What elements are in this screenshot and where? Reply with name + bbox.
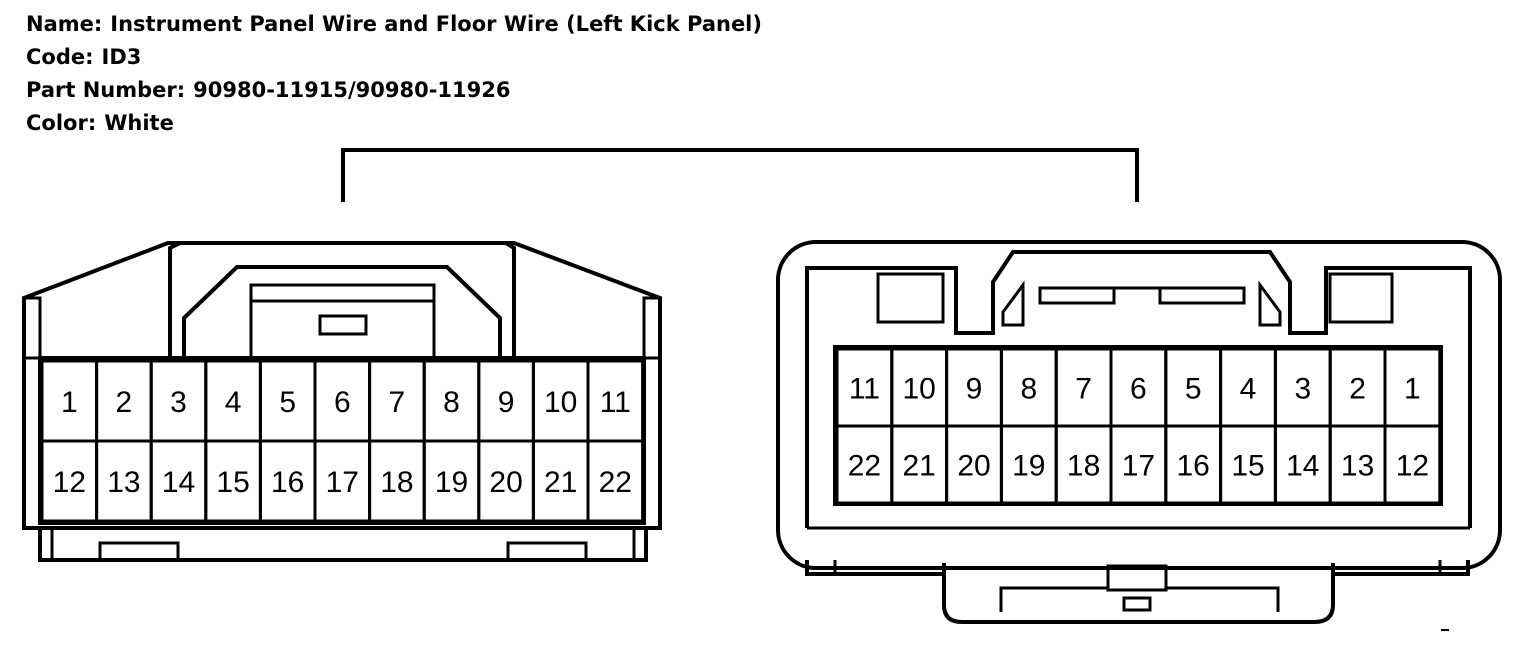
left-connector-lock-housing (168, 241, 516, 358)
right-pin-label: 19 (1012, 450, 1045, 483)
name-line: Name: Instrument Panel Wire and Floor Wir… (26, 8, 762, 41)
pair-bracket (341, 148, 1139, 202)
left-connector-side-tab-left (22, 296, 42, 360)
code-label: Code: (26, 45, 94, 69)
right-connector-window-right (1328, 272, 1394, 324)
right-pin-label: 16 (1177, 450, 1210, 483)
right-pin-label: 13 (1341, 450, 1374, 483)
left-pin-label: 16 (271, 466, 304, 499)
right-pin-label: 22 (848, 450, 881, 483)
name-value: Instrument Panel Wire and Floor Wire (Le… (110, 12, 762, 36)
right-connector-skirt-inner (999, 586, 1280, 612)
left-pin-cavity (586, 439, 645, 523)
right-connector-latch-left (1001, 280, 1025, 327)
left-pin-label: 9 (498, 386, 515, 419)
left-pin-label: 18 (380, 466, 413, 499)
right-connector-inner-frame (805, 250, 1472, 528)
right-pin-label: 11 (849, 373, 880, 406)
left-pin-label: 17 (326, 466, 359, 499)
right-connector-rail (805, 560, 1470, 576)
code-line: Code: ID3 (26, 41, 762, 74)
left-pin-label: 1 (61, 386, 78, 419)
right-connector-body (776, 240, 1502, 570)
right-connector-key-tab-stem (1122, 596, 1152, 612)
right-pin-label: 14 (1286, 450, 1319, 483)
left-pin-label: 13 (107, 466, 140, 499)
left-pin-label: 5 (279, 386, 296, 419)
right-pin-label: 21 (903, 450, 936, 483)
right-connector-latch-right (1258, 280, 1282, 327)
color-label: Color: (26, 111, 97, 135)
right-pin-label: 8 (1020, 373, 1037, 406)
part-number-value: 90980-11915/90980-11926 (193, 78, 511, 102)
left-pin-label: 11 (600, 386, 631, 419)
right-pin-label: 17 (1122, 450, 1155, 483)
left-connector-latch (182, 265, 502, 358)
right-pin-label: 3 (1294, 373, 1311, 406)
right-pin-label: 4 (1240, 373, 1257, 406)
right-pin-cavity (1383, 424, 1442, 505)
right-pin-label: 2 (1349, 373, 1366, 406)
right-connector-window-left (876, 272, 945, 324)
left-pin-label: 4 (225, 386, 242, 419)
left-pin-label: 2 (116, 386, 133, 419)
left-pin-label: 20 (489, 466, 522, 499)
right-pin-label: 15 (1231, 450, 1264, 483)
left-connector-foot (38, 528, 648, 562)
right-pin-label: 1 (1404, 373, 1421, 406)
left-pin-label: 8 (443, 386, 460, 419)
left-pin-label: 22 (599, 466, 632, 499)
right-connector-key-tab (1106, 564, 1168, 592)
right-connector-latch-bar-left (1038, 286, 1116, 305)
left-pin-label: 21 (544, 466, 577, 499)
right-pin-label: 18 (1067, 450, 1100, 483)
right-pin-label: 10 (903, 373, 936, 406)
left-connector-side-tab-right (642, 296, 662, 360)
left-pin-label: 10 (544, 386, 577, 419)
part-number-line: Part Number: 90980-11915/90980-11926 (26, 74, 762, 107)
left-pin-label: 19 (435, 466, 468, 499)
name-label: Name: (26, 12, 103, 36)
right-pin-label: 6 (1130, 373, 1147, 406)
left-pin-label: 3 (170, 386, 187, 419)
right-pin-label: 5 (1185, 373, 1202, 406)
left-pin-label: 12 (53, 466, 86, 499)
left-pin-label: 14 (162, 466, 195, 499)
left-connector-latch-tab (318, 314, 368, 336)
connector-info: Name: Instrument Panel Wire and Floor Wir… (26, 8, 762, 140)
right-pin-label: 9 (966, 373, 983, 406)
part-number-label: Part Number: (26, 78, 186, 102)
code-value: ID3 (101, 45, 142, 69)
left-connector-foot-tab-right (506, 541, 588, 562)
left-pin-label: 7 (389, 386, 406, 419)
right-pin-label: 20 (957, 450, 990, 483)
left-pin-label: 6 (334, 386, 351, 419)
left-pin-label: 15 (216, 466, 249, 499)
color-line: Color: White (26, 107, 762, 140)
right-pin-label: 7 (1075, 373, 1092, 406)
left-connector-latch-slot (249, 283, 436, 360)
right-pin-label: 12 (1396, 450, 1429, 483)
right-connector-skirt (942, 563, 1335, 624)
left-connector-foot-tab-left (98, 541, 180, 562)
right-connector-latch-bar-right (1158, 286, 1246, 305)
color-value: White (104, 111, 174, 135)
